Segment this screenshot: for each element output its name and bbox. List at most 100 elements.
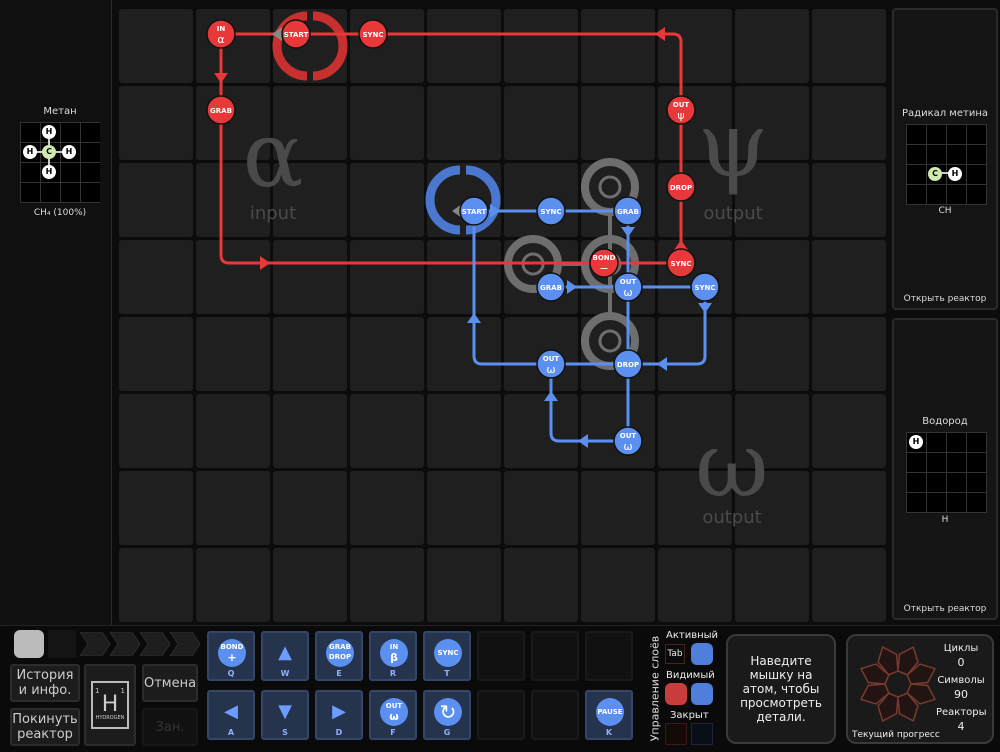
red-instruction-circle[interactable] [666,172,696,202]
red-instruction-circle[interactable] [666,248,696,278]
board-tile[interactable] [581,9,655,83]
red-instruction-start[interactable]: START [281,19,311,49]
instruction-key-s[interactable]: ▼S [261,690,309,740]
board-tile[interactable] [658,548,732,622]
blue-instruction-start[interactable]: START [459,196,489,226]
instruction-key-g[interactable]: ↻G [423,690,471,740]
step-button[interactable] [48,630,76,658]
visible-blue-layer-toggle[interactable] [691,683,713,705]
red-waldo[interactable] [312,11,348,81]
tab-key-button[interactable]: Tab [665,644,685,664]
board-tile[interactable] [273,240,347,314]
locked-blue-layer-toggle[interactable] [691,723,713,745]
blue-instruction-circle[interactable] [459,196,489,226]
history-info-button[interactable]: История и инфо. [10,664,80,702]
board-tile[interactable] [350,163,424,237]
arrow-up-icon[interactable] [674,240,688,250]
arrow-right-icon[interactable] [260,256,270,270]
board-tile[interactable] [350,548,424,622]
board-tile[interactable] [273,9,347,83]
blue-instruction-circle[interactable] [536,272,566,302]
board-tile[interactable] [196,163,270,237]
blue-instruction-circle[interactable] [613,349,643,379]
board-tile[interactable] [735,240,809,314]
board-tile[interactable] [812,240,886,314]
board-tile[interactable] [735,317,809,391]
board-tile[interactable] [350,86,424,160]
board-tile[interactable] [735,548,809,622]
board-tile[interactable] [196,9,270,83]
instruction-key-q[interactable]: BOND+Q [207,631,255,681]
board-tile[interactable] [735,471,809,545]
board-tile[interactable] [119,548,193,622]
board-tile[interactable] [196,394,270,468]
board-tile[interactable] [427,240,501,314]
speed-chevrons-icon[interactable] [80,632,200,656]
board-tile[interactable] [812,394,886,468]
board-tile[interactable] [273,86,347,160]
board-tile[interactable] [350,317,424,391]
arrow-down-icon[interactable] [621,227,635,237]
board-tile[interactable] [658,471,732,545]
blue-instruction-drop[interactable]: DROP [613,349,643,379]
board-tile[interactable] [735,86,809,160]
board-tile[interactable] [119,163,193,237]
locked-red-layer-toggle[interactable] [665,723,687,745]
red-instruction-circle[interactable] [589,248,619,278]
board-tile[interactable] [119,394,193,468]
red-instruction-circle[interactable] [206,19,236,49]
arrow-up-icon[interactable] [544,391,558,401]
red-instruction-circle[interactable] [358,19,388,49]
board-tile[interactable] [504,9,578,83]
board-tile[interactable] [812,471,886,545]
board-tile[interactable] [812,317,886,391]
board-tile[interactable] [504,548,578,622]
open-reactor-button[interactable]: Открыть реактор [903,294,987,304]
instruction-key-w[interactable]: ▲W [261,631,309,681]
board-tile[interactable] [273,548,347,622]
red-instruction-drop[interactable]: DROP [666,172,696,202]
board-tile[interactable] [350,471,424,545]
arrow-down-icon[interactable] [698,303,712,313]
undo-button[interactable]: Отмена [142,664,198,702]
board-tile[interactable] [196,240,270,314]
board-tile[interactable] [504,394,578,468]
board-tile[interactable] [196,548,270,622]
instruction-key-a[interactable]: ◀A [207,690,255,740]
active-blue-layer-button[interactable] [691,643,713,665]
board-tile[interactable] [658,394,732,468]
stop-button[interactable] [14,630,44,658]
instruction-key-d[interactable]: ▶D [315,690,363,740]
board-tile[interactable] [658,9,732,83]
red-instruction-grab[interactable]: GRAB [206,95,236,125]
board-tile[interactable] [196,317,270,391]
arrow-left-icon[interactable] [452,204,462,218]
blue-instruction-sync[interactable]: SYNC [690,272,720,302]
atom-hydrogen[interactable]: H [62,145,76,159]
arrow-left-icon[interactable] [272,27,282,41]
board-tile[interactable] [427,394,501,468]
board-tile[interactable] [581,471,655,545]
atom-hydrogen[interactable]: H [948,167,962,181]
board-tile[interactable] [812,163,886,237]
arrow-left-icon[interactable] [655,27,665,41]
board-tile[interactable] [504,471,578,545]
atom-carbon[interactable]: C [928,167,942,181]
red-waldo[interactable] [272,11,308,81]
board-tile[interactable] [427,9,501,83]
atom-hydrogen[interactable]: H [42,165,56,179]
arrow-left-icon[interactable] [578,434,588,448]
blue-instruction-circle[interactable] [613,426,643,456]
red-instruction-circle[interactable] [281,19,311,49]
red-instruction-circle[interactable] [206,95,236,125]
atom-carbon[interactable]: C [42,145,56,159]
blue-instruction-circle[interactable] [690,272,720,302]
board-tile[interactable] [427,548,501,622]
board-tile[interactable] [350,240,424,314]
